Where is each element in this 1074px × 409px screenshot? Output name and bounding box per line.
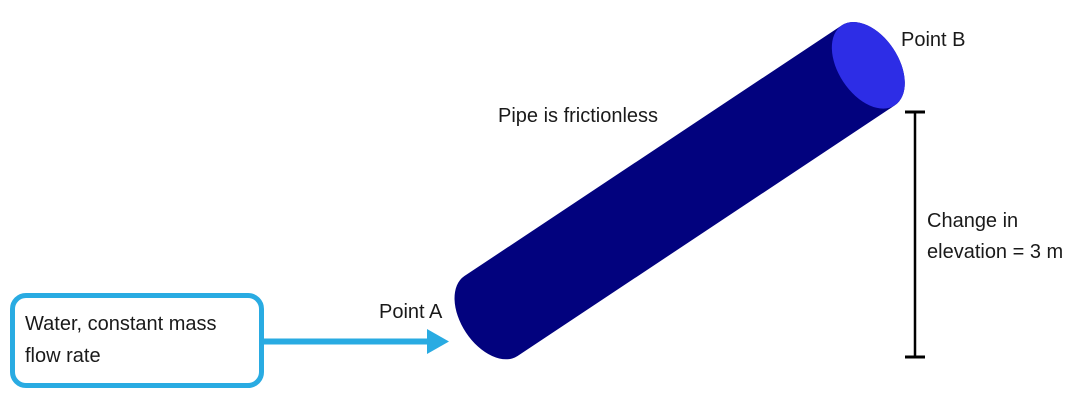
flow-arrow-icon	[263, 329, 449, 354]
flow-box-line2: flow rate	[25, 345, 101, 367]
pipe	[454, 22, 905, 360]
point-a-label: Point A	[379, 301, 443, 323]
elevation-change-line2: elevation = 3 m	[927, 241, 1064, 263]
flow-source-box: Water, constant mass flow rate	[10, 293, 264, 388]
elevation-measure	[905, 110, 925, 359]
flow-arrow-head	[427, 329, 449, 354]
pipe-frictionless-label: Pipe is frictionless	[498, 105, 659, 127]
elevation-change-line1: Change in	[927, 210, 1019, 232]
flow-arrow-shaft	[263, 338, 429, 345]
point-b-label: Point B	[901, 29, 966, 51]
elevation-change-label: Change in elevation = 3 m	[927, 206, 1063, 268]
flow-box-line1: Water, constant mass	[25, 313, 217, 335]
pipe-body	[454, 22, 905, 360]
pipe-end-face	[831, 22, 905, 109]
